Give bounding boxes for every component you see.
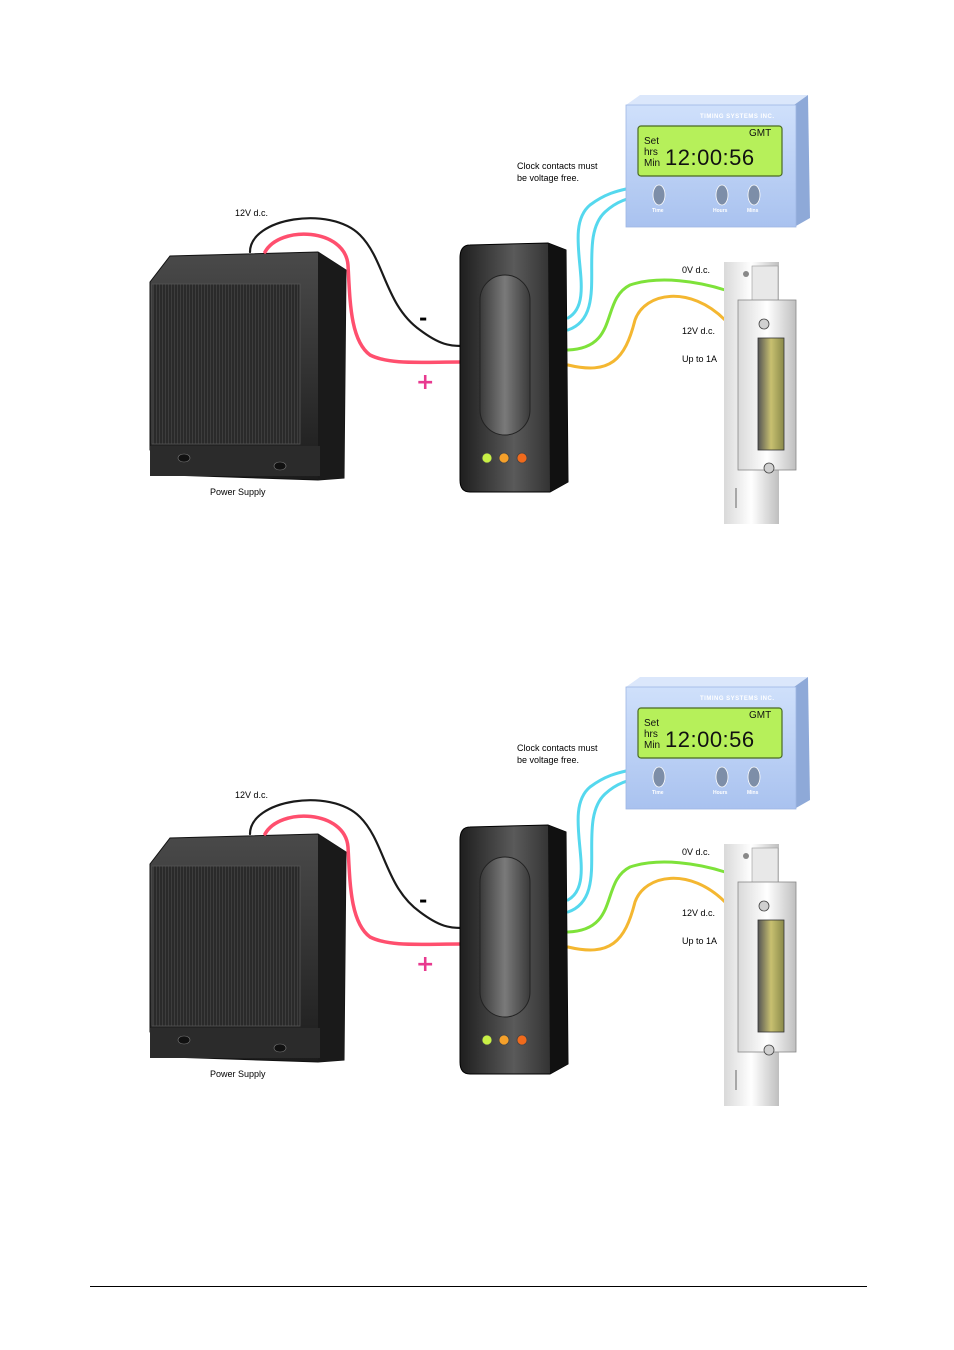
positive-sign: +	[416, 370, 434, 395]
clock-brand: TIMING SYSTEMS INC.	[700, 696, 775, 702]
led-orange	[517, 1035, 527, 1045]
controller-unit	[460, 243, 568, 492]
lock-current-label: Up to 1A	[682, 935, 717, 947]
lcd-set-label: Set	[644, 137, 659, 147]
led-green	[482, 1035, 492, 1045]
lcd-hrs-label: hrs	[644, 730, 658, 740]
time-button-label: Time	[652, 208, 664, 214]
mins-button-label: Mins	[747, 208, 758, 214]
lock-0v-label: 0V d.c.	[682, 264, 710, 276]
time-button-label: Time	[652, 790, 664, 796]
lcd-set-label: Set	[644, 719, 659, 729]
power-supply-unit	[150, 252, 346, 480]
lcd-min-label: Min	[644, 159, 660, 169]
lock-0v-label: 0V d.c.	[682, 846, 710, 858]
negative-sign: -	[419, 306, 427, 330]
power-supply-label: Power Supply	[210, 1068, 266, 1080]
power-supply-label: Power Supply	[210, 486, 266, 498]
footer-divider	[90, 1286, 867, 1287]
wiring-diagram-bottom: Clock contacts must be voltage free. 12V…	[0, 582, 954, 1142]
lcd-zone: GMT	[749, 128, 771, 139]
led-green	[482, 453, 492, 463]
wiring-illustration	[0, 0, 954, 560]
electric-lock	[724, 844, 796, 1106]
led-amber	[499, 1035, 509, 1045]
wiring-illustration	[0, 582, 954, 1142]
led-amber	[499, 453, 509, 463]
mins-button-label: Mins	[747, 790, 758, 796]
lcd-hrs-label: hrs	[644, 148, 658, 158]
hours-button-label: Hours	[713, 790, 727, 796]
wiring-diagram-top: Clock contacts must be voltage free. 12V…	[0, 0, 954, 560]
led-orange	[517, 453, 527, 463]
lcd-zone: GMT	[749, 710, 771, 721]
lock-12v-label: 12V d.c.	[682, 907, 715, 919]
lock-12v-label: 12V d.c.	[682, 325, 715, 337]
lcd-time: 12:00:56	[665, 727, 755, 753]
negative-sign: -	[419, 888, 427, 912]
electric-lock	[724, 262, 796, 524]
lcd-min-label: Min	[644, 741, 660, 751]
hours-button-label: Hours	[713, 208, 727, 214]
lock-current-label: Up to 1A	[682, 353, 717, 365]
controller-unit	[460, 825, 568, 1074]
lcd-time: 12:00:56	[665, 145, 755, 171]
power-supply-unit	[150, 834, 346, 1062]
positive-sign: +	[416, 952, 434, 977]
clock-contacts-note: Clock contacts must be voltage free.	[517, 160, 607, 184]
supply-voltage-label: 12V d.c.	[235, 789, 268, 801]
supply-voltage-label: 12V d.c.	[235, 207, 268, 219]
clock-brand: TIMING SYSTEMS INC.	[700, 114, 775, 120]
clock-contacts-note: Clock contacts must be voltage free.	[517, 742, 607, 766]
